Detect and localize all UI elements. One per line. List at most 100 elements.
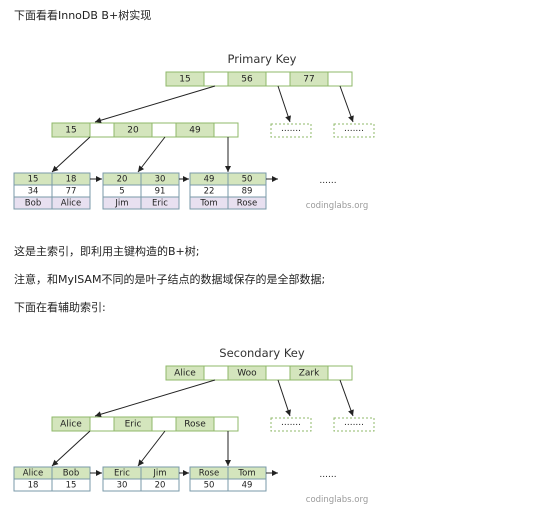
primary-leaf-3-value: 22: [204, 187, 215, 197]
primary-title: Primary Key: [228, 52, 297, 66]
primary-root-key-label: 15: [179, 75, 190, 85]
secondary-leaf-2-value: 20: [155, 481, 166, 491]
primary-leaf-2-value: 20: [117, 175, 128, 185]
primary-inner-key-label: 49: [189, 126, 201, 136]
primary-root-key-label: 77: [303, 75, 314, 85]
primary-leaf-link-2-head: [183, 176, 189, 182]
primary-root-key-label: 56: [241, 75, 253, 85]
secondary-edge-inner-leaf-1-head: [52, 459, 59, 466]
primary-edge-root-a: [277, 85, 291, 123]
primary-root-pointer-cell: [265, 71, 291, 87]
secondary-leaf-2-value: Jim: [152, 469, 166, 479]
primary-leaf-3-value: 50: [242, 175, 253, 185]
primary-edge-inner-leaf-3-head: [225, 166, 231, 172]
primary-leaf-1-value: 18: [66, 175, 77, 185]
primary-leaf-3-cell: [227, 196, 267, 210]
secondary-leaf-link-1-head: [96, 470, 102, 476]
primary-edge-root-a-head: [285, 115, 291, 122]
primary-leaf-2-cell: [140, 196, 180, 210]
primary-placeholder-b: [333, 123, 375, 138]
primary-edge-inner-leaf-1-head: [52, 165, 59, 172]
primary-edge-root-inner: [94, 85, 216, 123]
primary-leaf-3-value: Rose: [237, 199, 257, 209]
secondary-leaf-3-cell: [227, 478, 267, 492]
primary-leaf-ellipsis: ......: [319, 176, 336, 186]
primary-edge-root-b: [339, 85, 354, 123]
secondary-leaf-2-value: Eric: [114, 469, 130, 479]
secondary-placeholder-b-dots: .......: [344, 418, 364, 428]
secondary-edge-root-b: [339, 379, 354, 417]
secondary-watermark: codinglabs.org: [306, 495, 368, 505]
primary-inner-pointer-cell: [89, 122, 115, 138]
secondary-title: Secondary Key: [219, 346, 305, 360]
primary-leaf-1-cell: [51, 196, 91, 210]
primary-edge-inner-leaf-2-head: [138, 165, 145, 172]
secondary-leaf-1-value: 15: [66, 481, 77, 491]
secondary-leaf-ellipsis: ......: [319, 470, 336, 480]
secondary-leaf-link-2-head: [183, 470, 189, 476]
secondary-leaf-3-value: Tom: [237, 469, 255, 479]
secondary-edge-root-a: [277, 379, 291, 417]
primary-watermark: codinglabs.org: [306, 201, 368, 211]
secondary-edge-root-inner: [94, 379, 216, 417]
secondary-leaf-1-value: 18: [28, 481, 39, 491]
primary-leaf-2-value: 91: [155, 187, 166, 197]
primary-leaf-2-value: 30: [155, 175, 166, 185]
secondary-edge-inner-leaf-2-head: [138, 459, 145, 466]
secondary-root-pointer-cell: [203, 365, 229, 381]
primary-leaf-1-value: 77: [66, 187, 77, 197]
secondary-leaf-link-3-head: [272, 470, 278, 476]
primary-inner-pointer-cell: [213, 122, 239, 138]
secondary-edge-root-b-head: [348, 409, 354, 416]
primary-leaf-link-3-head: [272, 176, 278, 182]
secondary-leaf-2-cell: [140, 478, 180, 492]
secondary-inner-key-label: Rose: [184, 420, 206, 430]
secondary-leaf-1-cell: [51, 478, 91, 492]
secondary-placeholder-b: [333, 417, 375, 432]
secondary-inner-key-label: Eric: [125, 420, 142, 430]
secondary-leaf-3-value: Rose: [199, 469, 219, 479]
secondary-inner-pointer-cell: [151, 416, 177, 432]
secondary-inner-key-label: Alice: [60, 420, 82, 430]
primary-placeholder-b-dots: .......: [344, 124, 364, 134]
primary-leaf-2-value: Jim: [114, 199, 128, 209]
primary-leaf-2-value: 5: [119, 187, 124, 197]
primary-leaf-1-value: 34: [28, 187, 39, 197]
primary-edge-root-b-head: [348, 115, 354, 122]
primary-leaf-1-value: Bob: [25, 199, 41, 209]
secondary-root-key-label: Zark: [299, 369, 320, 379]
secondary-inner-pointer-cell: [213, 416, 239, 432]
primary-inner-pointer-cell: [151, 122, 177, 138]
primary-inner-key-label: 15: [65, 126, 76, 136]
secondary-leaf-1-value: Alice: [23, 469, 43, 479]
secondary-root-key-label: Alice: [174, 369, 196, 379]
secondary-edge-root-inner-head: [95, 411, 102, 418]
intro-text: 下面看看InnoDB B+树实现: [14, 9, 152, 22]
secondary-root-pointer-cell: [265, 365, 291, 381]
secondary-placeholder-a: [270, 417, 312, 432]
primary-leaf-3-value: Tom: [199, 199, 217, 209]
primary-leaf-link-1-head: [96, 176, 102, 182]
secondary-leaf-3-value: 49: [242, 481, 253, 491]
secondary-edge-inner-leaf-3-head: [225, 460, 231, 466]
primary-leaf-2-value: Eric: [152, 199, 168, 209]
primary-root-pointer-cell: [327, 71, 353, 87]
secondary-edge-root-a-head: [285, 409, 291, 416]
note-text: 注意，和MyISAM不同的是叶子结点的数据域保存的是全部数据;: [14, 273, 326, 286]
secondary-edge-inner-leaf-1: [51, 430, 91, 467]
secondary-leaf-2-value: 30: [117, 481, 128, 491]
primary-leaf-1-value: Alice: [61, 199, 81, 209]
primary-edge-inner-leaf-2: [137, 136, 166, 173]
secondary-root-key-label: Woo: [237, 369, 257, 379]
secondary-leaf-1-value: Bob: [63, 469, 79, 479]
primary-index-description: 这是主索引，即利用主键构造的B+树;: [14, 245, 200, 258]
secondary-intro-text: 下面在看辅助索引:: [14, 301, 106, 314]
primary-root-pointer-cell: [203, 71, 229, 87]
secondary-leaf-3-value: 50: [204, 481, 215, 491]
secondary-root-pointer-cell: [327, 365, 353, 381]
primary-leaf-3-value: 49: [204, 175, 215, 185]
